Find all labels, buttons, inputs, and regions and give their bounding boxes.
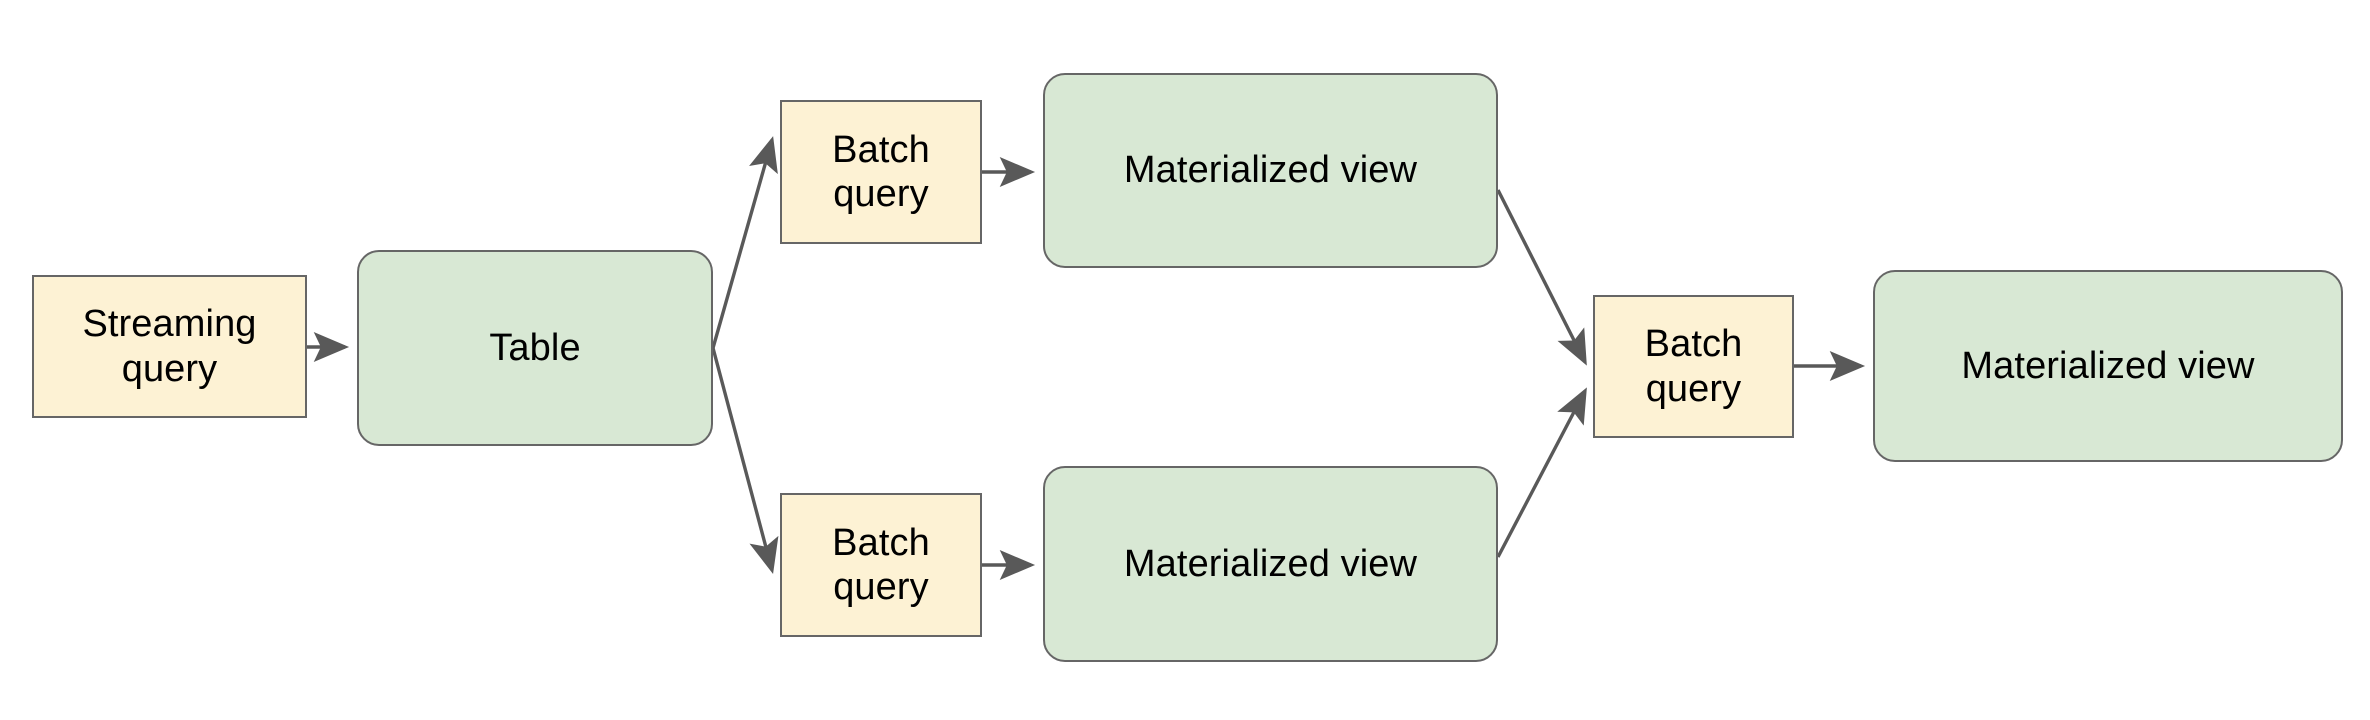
node-streaming-query-label: Streaming query (82, 303, 257, 390)
node-table[interactable]: Table (357, 250, 713, 446)
edge-table-to-batch-bottom (711, 347, 779, 574)
node-batch-query-bottom[interactable]: Batch query (780, 493, 982, 637)
node-batch-query-center-label: Batch query (1644, 323, 1743, 410)
node-materialized-view-top-label: Materialized view (1123, 149, 1418, 192)
node-materialized-view-final[interactable]: Materialized view (1873, 270, 2343, 462)
edge-mv-top-to-batch-center (1496, 189, 1587, 366)
node-batch-query-top-label: Batch query (832, 128, 930, 215)
node-materialized-view-bottom[interactable]: Materialized view (1043, 466, 1498, 662)
node-batch-query-bottom-label: Batch query (832, 521, 930, 608)
node-batch-query-top[interactable]: Batch query (780, 100, 982, 244)
node-table-label: Table (489, 326, 581, 369)
edge-mv-bottom-to-batch-center (1496, 387, 1587, 558)
node-streaming-query[interactable]: Streaming query (32, 275, 307, 418)
node-materialized-view-bottom-label: Materialized view (1123, 542, 1418, 585)
node-materialized-view-top[interactable]: Materialized view (1043, 73, 1498, 268)
node-materialized-view-final-label: Materialized view (1961, 344, 2255, 387)
edge-table-to-batch-top (711, 136, 778, 349)
node-batch-query-center[interactable]: Batch query (1593, 295, 1794, 438)
